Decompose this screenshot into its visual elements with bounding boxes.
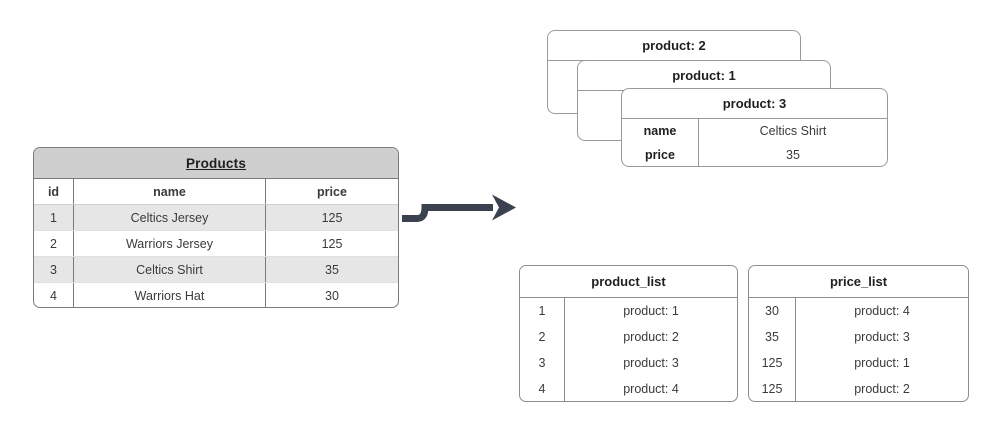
table-row: 3 Celtics Shirt 35	[34, 257, 398, 283]
list-key: 2	[520, 324, 565, 350]
price-list-table: price_list 30 product: 4 35 product: 3 1…	[748, 265, 969, 402]
cell-name: Celtics Shirt	[74, 257, 266, 282]
products-table-title: Products	[34, 148, 398, 179]
list-item: 30 product: 4	[749, 298, 968, 324]
field-label-price: price	[645, 148, 675, 162]
list-key: 125	[749, 376, 796, 401]
table-row: 2 Warriors Jersey 125	[34, 231, 398, 257]
field-value-price: 35	[786, 148, 800, 162]
list-item: 125 product: 1	[749, 350, 968, 376]
list-value: product: 3	[623, 356, 679, 370]
cell-name: Warriors Jersey	[74, 231, 266, 256]
list-value: product: 2	[623, 330, 679, 344]
list-value: product: 1	[623, 304, 679, 318]
product-card-title: product: 3	[622, 89, 887, 119]
cell-price: 125	[321, 236, 343, 251]
list-item: 35 product: 3	[749, 324, 968, 350]
list-item: 2 product: 2	[520, 324, 737, 350]
list-key: 30	[749, 298, 796, 324]
list-value: product: 3	[854, 330, 910, 344]
cell-id: 3	[34, 257, 74, 282]
cell-name: Celtics Jersey	[74, 205, 266, 230]
field-value-name: Celtics Shirt	[759, 124, 827, 138]
column-header-price: price	[317, 184, 347, 199]
transform-arrow-icon	[402, 194, 516, 222]
list-value: product: 1	[854, 356, 910, 370]
price-list-title: price_list	[749, 266, 968, 298]
product-list-title: product_list	[520, 266, 737, 298]
cell-price: 30	[325, 289, 339, 303]
cell-id: 4	[34, 283, 74, 307]
cell-name: Warriors Hat	[74, 283, 266, 307]
list-item: 3 product: 3	[520, 350, 737, 376]
list-value: product: 4	[623, 382, 679, 396]
cell-price: 125	[321, 210, 343, 225]
cell-price: 35	[325, 262, 339, 277]
list-item: 125 product: 2	[749, 376, 968, 401]
list-key: 3	[520, 350, 565, 376]
products-table-header-row: id name price	[34, 179, 398, 205]
products-table: Products id name price 1 Celtics Jersey …	[33, 147, 399, 308]
list-key: 35	[749, 324, 796, 350]
list-item: 1 product: 1	[520, 298, 737, 324]
product-list-table: product_list 1 product: 1 2 product: 2 3…	[519, 265, 738, 402]
list-key: 1	[520, 298, 565, 324]
table-row: 1 Celtics Jersey 125	[34, 205, 398, 231]
list-item: 4 product: 4	[520, 376, 737, 401]
list-value: product: 2	[854, 382, 910, 396]
table-row: 4 Warriors Hat 30	[34, 283, 398, 307]
list-value: product: 4	[854, 304, 910, 318]
product-card-values: Celtics Shirt 35	[699, 119, 887, 166]
field-label-name: name	[643, 124, 677, 138]
cell-id: 1	[34, 205, 74, 230]
list-key: 125	[749, 350, 796, 376]
product-card-title: product: 2	[548, 31, 800, 61]
column-header-name: name	[74, 179, 266, 204]
product-card-body: name price Celtics Shirt 35	[622, 119, 887, 166]
list-key: 4	[520, 376, 565, 401]
column-header-id: id	[34, 179, 74, 204]
product-card-front: product: 3 name price Celtics Shirt 35	[621, 88, 888, 167]
product-card-title: product: 1	[578, 61, 830, 91]
product-card-labels: name price	[622, 119, 699, 166]
cell-id: 2	[34, 231, 74, 256]
